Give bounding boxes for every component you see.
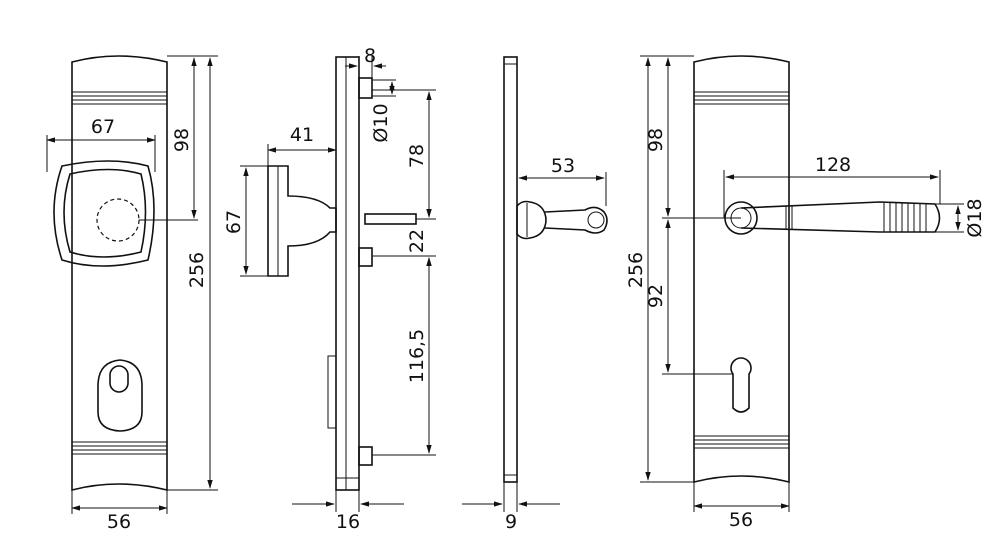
lever-handle-rings (785, 202, 927, 232)
side-mid-pin (358, 247, 373, 267)
side-cover-lug (327, 355, 337, 429)
lever-plate-front-view: 256 98 92 128 Ø18 56 (625, 55, 986, 531)
dim-side-78: 78 (406, 144, 428, 168)
lever-side-rose (516, 200, 547, 240)
dim-lever-plate-height: 256 (625, 252, 647, 288)
dim-front-knob-offset: 98 (171, 128, 193, 152)
lever-side-handle (544, 206, 608, 234)
keyhole-slot (109, 365, 129, 393)
knob-square-inner (63, 168, 147, 258)
knob-plate-outline (71, 55, 168, 492)
lever-handle (740, 201, 941, 233)
knob-spindle-circle (96, 198, 140, 242)
dim-lever-plate-width: 56 (729, 509, 753, 531)
side-plate-body (335, 56, 360, 491)
dim-lever-length: 128 (815, 154, 851, 176)
dim-side-top-thickness: 8 (364, 45, 376, 67)
escutcheon-oval (97, 359, 143, 432)
side-spindle (364, 213, 417, 225)
dim-lever-offset: 98 (645, 128, 667, 152)
lever-plate-outline (693, 55, 790, 484)
dim-lever-diameter: Ø18 (964, 198, 986, 237)
dim-front-plate-height: 256 (186, 252, 208, 288)
knob-plate-top-grooves (72, 91, 167, 105)
dim-side-thickness: 16 (336, 511, 360, 533)
dim-side-knob-height: 67 (223, 210, 245, 234)
dim-side-projection: 41 (290, 124, 314, 146)
dim-front-plate-width: 56 (107, 511, 131, 533)
dim-lever-side-thickness: 9 (505, 511, 517, 533)
knob-plate-side-view: 41 67 8 Ø10 78 22 116,5 (223, 45, 436, 533)
dim-front-knob-width: 67 (91, 116, 115, 138)
dim-lever-to-cylinder: 92 (645, 284, 667, 308)
lever-plate-bottom-grooves (694, 435, 789, 449)
side-knob-profile (267, 165, 337, 277)
dim-side-pin-diameter: Ø10 (370, 103, 392, 142)
lever-keyhole (730, 357, 752, 413)
knob-square-outer (53, 160, 155, 267)
side-bottom-pin (358, 446, 373, 466)
lever-plate-side-view: 53 9 (462, 56, 608, 533)
knob-plate-bottom-grooves (72, 441, 167, 455)
knob-plate-front-view: 67 98 256 56 (46, 55, 218, 533)
side-top-pin (358, 77, 373, 99)
dim-lever-side-projection: 53 (551, 155, 575, 177)
lever-side-plate-body (503, 56, 518, 483)
dim-side-116-5: 116,5 (406, 329, 428, 383)
dim-side-22: 22 (406, 229, 428, 253)
lever-plate-top-grooves (694, 91, 789, 105)
